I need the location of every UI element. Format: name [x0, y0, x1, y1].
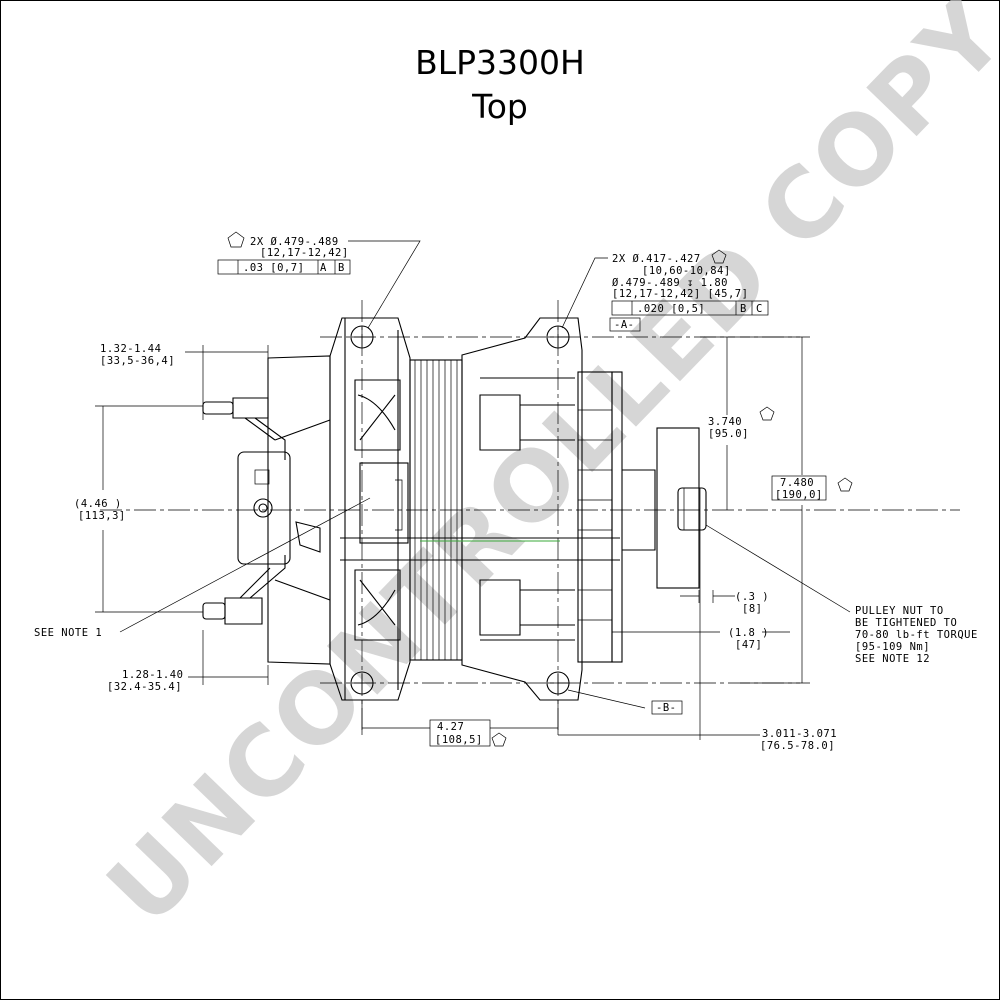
left-datum-b: B — [338, 262, 345, 274]
left-hole-size: 2X Ø.479-.489 — [250, 236, 339, 248]
right-hole-bore-metric: [12,17-12,42] [45,7] — [612, 288, 748, 300]
dim-7480: 7.480 — [780, 477, 814, 489]
dim-128: 1.28-1.40 — [122, 669, 183, 681]
datum-a-label: -A- — [614, 319, 634, 331]
pulley-note: PULLEY NUT TO BE TIGHTENED TO 70-80 lb-f… — [855, 605, 978, 665]
right-datum-b: B — [740, 303, 747, 315]
right-hole-tolerance: .020 [0,5] — [637, 303, 705, 315]
mount-hole-bottom-left — [350, 671, 374, 695]
right-hole-metric: [10,60-10,84] — [642, 265, 731, 277]
dim-446-metric: [113,3] — [78, 510, 126, 522]
right-datum-c: C — [756, 303, 763, 315]
mount-hole-top-left — [350, 325, 374, 349]
dim-132-metric: [33,5-36,4] — [100, 355, 175, 367]
dim-132: 1.32-1.44 — [100, 343, 161, 355]
pulley — [622, 427, 707, 589]
alternator-body — [237, 317, 707, 701]
right-hole-bore: Ø.479-.489 ↧ 1.80 — [612, 277, 728, 289]
callout-texts: 2X Ø.479-.489 [12,17-12,42] .03 [0,7] A … — [243, 236, 763, 714]
dim-18: (1.8 ) — [728, 627, 769, 639]
pulley-note-line-4: [95-109 Nm] — [855, 641, 930, 653]
pulley-note-line-5: SEE NOTE 12 — [855, 653, 930, 665]
dim-3740-metric: [95.0] — [708, 428, 749, 440]
dim-427: 4.27 — [437, 721, 464, 733]
dim-03: (.3 ) — [735, 591, 769, 603]
pulley-note-line-2: BE TIGHTENED TO — [855, 617, 957, 629]
mounting-holes — [350, 325, 570, 695]
cooling-fan — [577, 371, 623, 663]
dimension-texts: 1.32-1.44 [33,5-36,4] (4.46 ) [113,3] SE… — [34, 343, 837, 752]
dim-427-metric: [108,5] — [435, 734, 483, 746]
dim-446: (4.46 ) — [74, 498, 122, 510]
watermark: UNCONTROLLED COPY — [86, 0, 1000, 946]
see-note-1: SEE NOTE 1 — [34, 627, 102, 639]
pulley-note-line-3: 70-80 lb-ft TORQUE — [855, 629, 978, 641]
terminals — [202, 397, 321, 625]
pulley-note-line-1: PULLEY NUT TO — [855, 605, 944, 617]
left-datum-a: A — [320, 262, 327, 274]
dim-3011: 3.011-3.071 — [762, 728, 837, 740]
dim-03-metric: [8] — [742, 603, 762, 615]
mount-hole-bottom-right — [546, 671, 570, 695]
left-hole-tolerance: .03 [0,7] — [243, 262, 304, 274]
dim-3740: 3.740 — [708, 416, 742, 428]
datum-b-label: -B- — [656, 702, 676, 714]
dim-18-metric: [47] — [735, 639, 762, 651]
mount-hole-top-right — [546, 325, 570, 349]
drawing-subtitle: Top — [472, 87, 528, 126]
dim-7480-metric: [190,0] — [775, 489, 823, 501]
dim-128-metric: [32.4-35.4] — [107, 681, 182, 693]
dim-3011-metric: [76.5-78.0] — [760, 740, 835, 752]
dimension-lines — [95, 240, 851, 740]
left-hole-metric: [12,17-12,42] — [260, 247, 349, 259]
feature-control-frames — [217, 231, 853, 747]
drawing-title: BLP3300H — [415, 43, 585, 82]
right-hole-size: 2X Ø.417-.427 — [612, 253, 701, 265]
